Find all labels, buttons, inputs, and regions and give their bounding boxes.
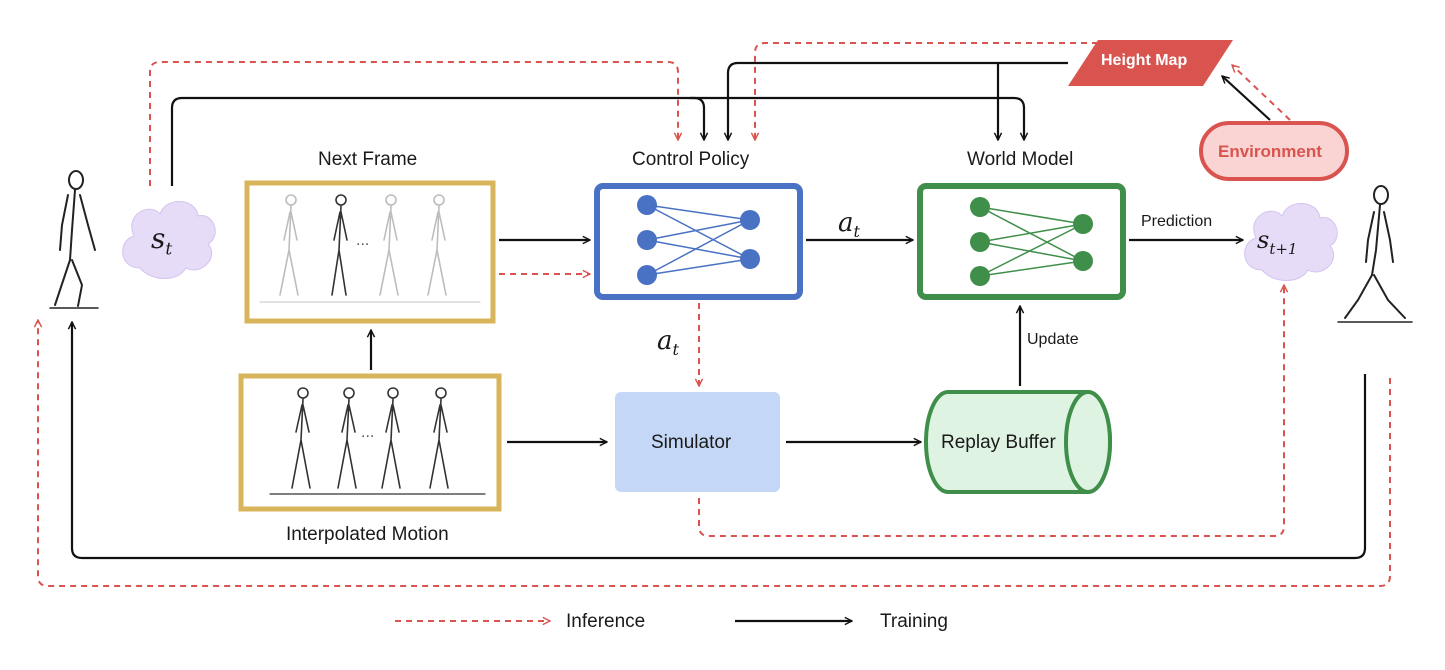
world-model-network <box>970 197 1093 286</box>
state-cloud-next <box>1244 203 1338 281</box>
simulator-box <box>615 392 780 492</box>
environment-pill <box>1199 121 1349 181</box>
state-next-subscript: t+1 <box>1269 239 1298 258</box>
character-figure-right <box>1337 185 1413 323</box>
state-current-subscript: t <box>165 239 173 260</box>
state-cloud-current <box>122 201 216 279</box>
next-frame-figures <box>259 194 481 303</box>
action-down-symbol: a <box>657 326 673 356</box>
interpolated-motion-box <box>238 373 502 512</box>
next-frame-box <box>244 180 496 324</box>
replay-buffer-cylinder <box>924 390 1112 494</box>
interpolated-motion-figures <box>269 387 486 495</box>
control-policy-network <box>637 195 760 285</box>
frame-ellipsis: ... <box>356 232 370 249</box>
action-top-symbol: a <box>838 208 854 238</box>
interp-ellipsis: ... <box>361 424 375 441</box>
control-policy-label: Control Policy <box>632 149 750 170</box>
interpolated-motion-label: Interpolated Motion <box>286 524 449 545</box>
inference-arrows <box>38 42 1391 621</box>
state-next-label: st+1 <box>1257 226 1297 258</box>
state-current-symbol: s <box>151 222 166 255</box>
action-top-subscript: t <box>853 222 860 242</box>
action-label-down: at <box>657 326 679 359</box>
height-map-shape <box>1068 40 1233 86</box>
control-policy-box <box>594 183 803 300</box>
legend-inference-label: Inference <box>566 611 646 632</box>
world-model-label: World Model <box>967 149 1074 170</box>
training-arrows <box>72 61 1367 621</box>
state-next-symbol: s <box>1257 226 1270 254</box>
character-figure-left <box>49 170 99 309</box>
next-frame-label: Next Frame <box>318 149 418 170</box>
action-down-subscript: t <box>672 340 679 360</box>
replay-buffer-label: Replay Buffer <box>941 432 1056 453</box>
action-label-top: at <box>838 208 860 241</box>
environment-label: Environment <box>1218 142 1322 161</box>
update-label: Update <box>1027 331 1079 348</box>
legend-training-label: Training <box>880 611 948 632</box>
state-current-label: st <box>151 222 172 260</box>
simulator-label: Simulator <box>651 432 732 453</box>
height-map-label: Height Map <box>1101 52 1188 69</box>
prediction-label: Prediction <box>1141 213 1213 230</box>
world-model-box <box>917 183 1126 300</box>
